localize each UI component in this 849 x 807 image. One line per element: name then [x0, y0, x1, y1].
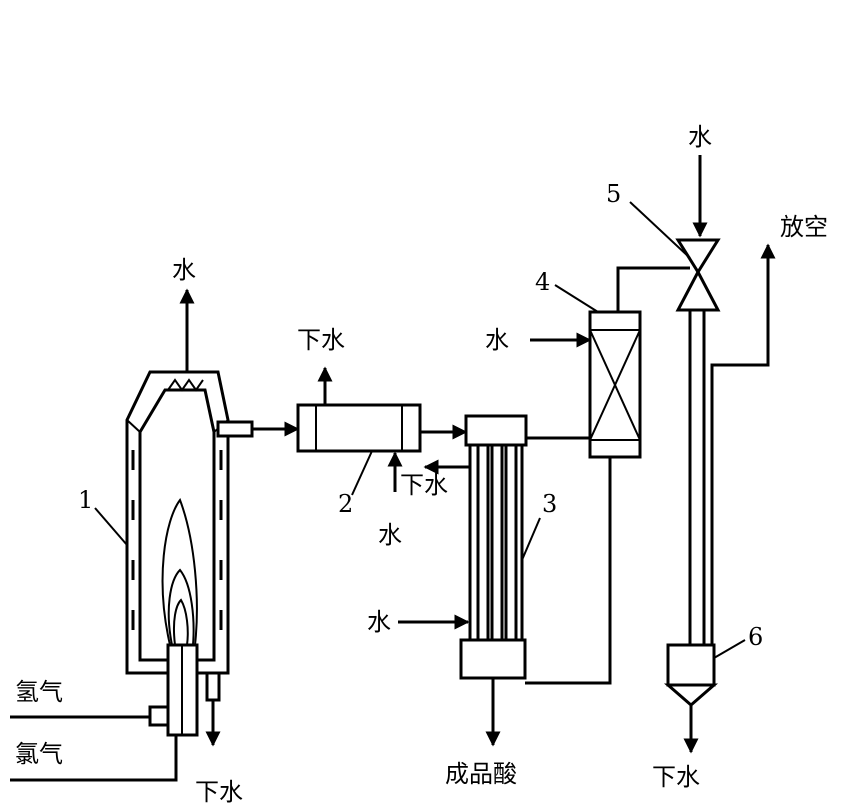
component-1-label: 1 [78, 486, 93, 514]
vent-label: 放空 [780, 213, 828, 241]
absorber-water-label: 水 [367, 608, 391, 636]
cooler-drain-label: 下水 [297, 326, 345, 354]
absorber-drain-label: 下水 [400, 471, 448, 499]
chlorine-line [10, 735, 178, 782]
tail-gas-tower [588, 310, 642, 459]
component-3-label: 3 [542, 490, 557, 518]
furnace-water-label: 水 [172, 256, 196, 284]
product-acid-label: 成品酸 [445, 760, 517, 788]
hydrogen-label: 氢气 [15, 678, 63, 706]
cooler-water-label: 水 [378, 521, 402, 549]
component-2-label: 2 [338, 490, 353, 518]
flame-inner [172, 598, 189, 646]
column-drain-label: 下水 [652, 763, 700, 791]
component-4-label: 4 [535, 268, 550, 296]
furnace-drain-label: 下水 [195, 778, 243, 806]
component-6-label: 6 [748, 623, 763, 651]
leader-1 [94, 507, 128, 546]
ejector-valve [675, 238, 721, 312]
chlorine-label: 氯气 [15, 740, 63, 768]
flame-outer [161, 497, 198, 646]
separator [663, 643, 719, 707]
absorber [459, 414, 528, 680]
flow-arrows [131, 450, 223, 630]
synthesis-furnace [125, 370, 254, 737]
tower-water-label: 水 [485, 326, 509, 354]
valve-water-label: 水 [688, 123, 712, 151]
flame-mid [167, 568, 195, 646]
cooler [296, 403, 422, 453]
component-5-label: 5 [606, 180, 621, 208]
